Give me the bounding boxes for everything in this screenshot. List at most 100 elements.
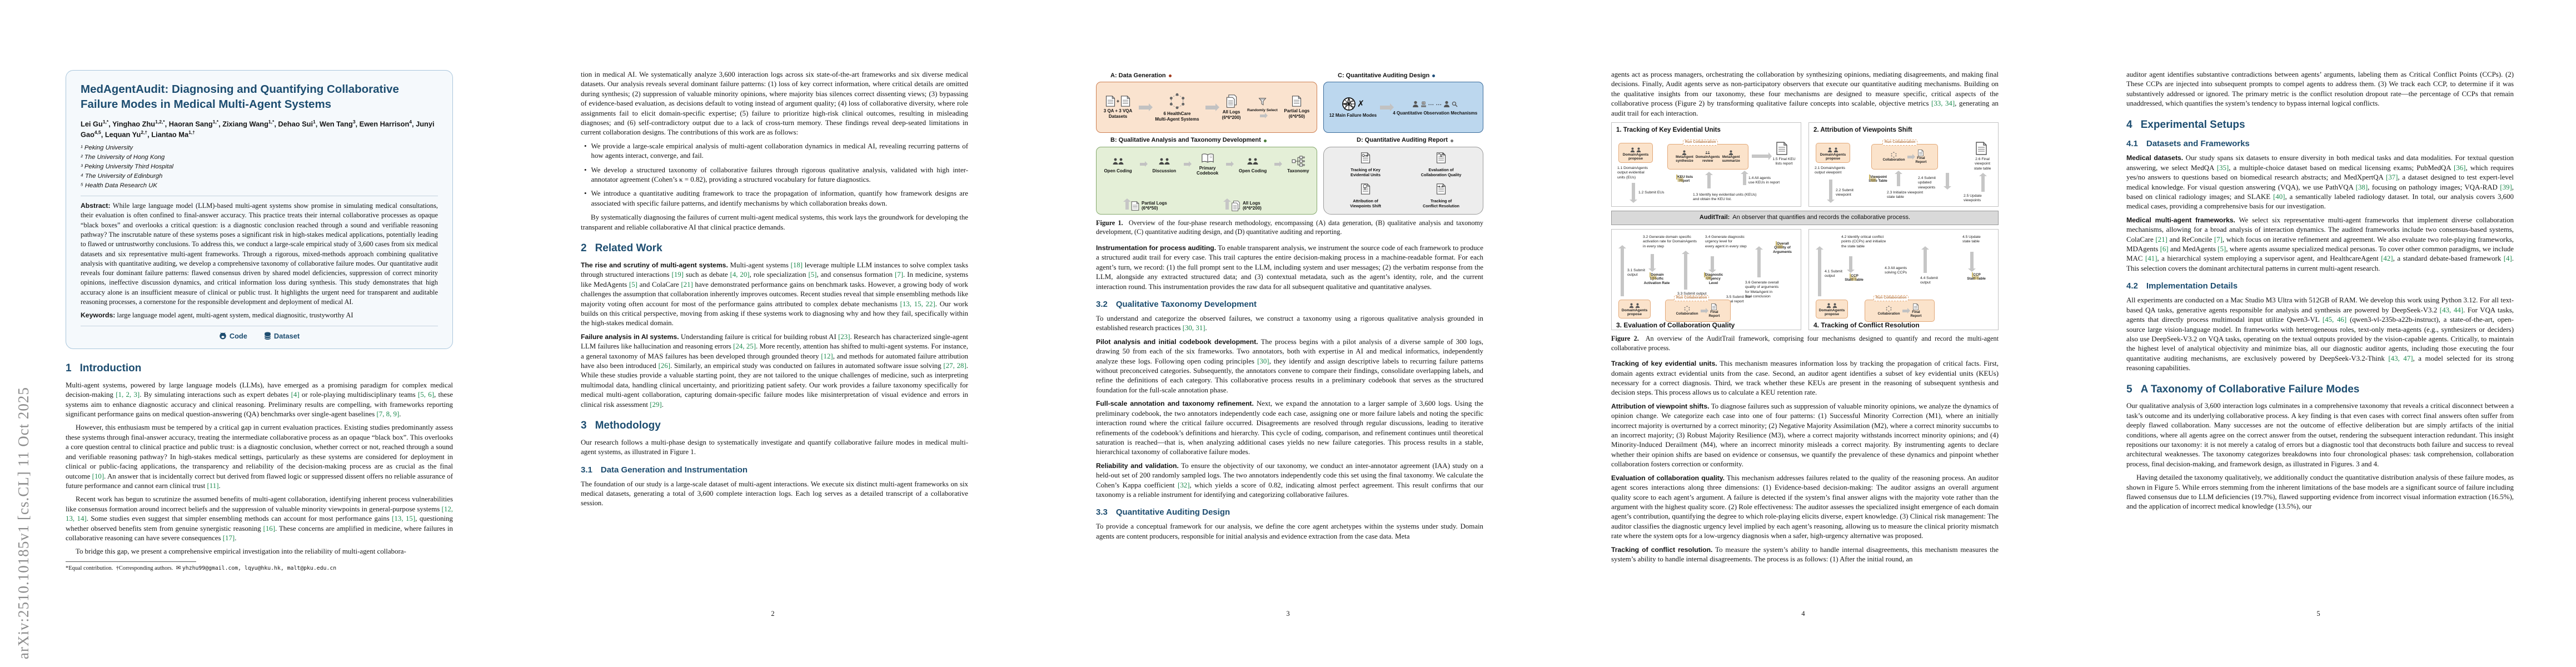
intro-paragraph-1: Multi-agent systems, powered by large la… [66,381,454,419]
magnifier-icon [1452,101,1458,107]
arrow-right-icon [1138,103,1153,111]
paper-title: MedAgentAudit: Diagnosing and Quantifyin… [81,83,399,111]
fig1-panel-c: ✗12 Main Failure Modes ... ...4 Quantita… [1323,82,1483,133]
viewpoint-shifts-paragraph: Attribution of viewpoint shifts. To diag… [1611,402,1999,469]
page-5: auditor agent identifies substantive con… [2061,0,2576,667]
taxonomy-tree-icon [1292,156,1305,167]
bullet-item-2: •We develop a structured taxonomy of col… [584,166,968,185]
arrow-up-icon [1895,171,1902,187]
funnel-icon [1258,97,1267,107]
arrow-up-icon [1682,251,1690,290]
affiliation-5: ⁵ Health Data Research UK [81,182,157,190]
footnote: *Equal contribution. †Corresponding auth… [66,561,453,573]
affiliation-2: ² The University of Hong Kong [81,154,165,161]
contact-emails: yhzhu99@gmail.com, lqyu@hku.hk, malt@pku… [182,565,337,571]
resource-links: Code Dataset [81,331,438,341]
document-icon [1120,96,1130,107]
figure-1: A: Data Generation +3 QA + 3 VQA Dataset… [1096,71,1483,215]
fig1-panel-b: Open Coding Discussion Primary Codebook … [1096,146,1317,215]
abstract: Abstract: While large language model (LL… [81,202,438,306]
keu-lists-doc: KEU lists report [1670,175,1700,183]
failure-wheel-icon [1342,97,1356,111]
page-number: 2 [771,610,775,618]
arrow-right-icon [1205,103,1220,111]
arrow-up-icon [1816,246,1823,297]
implementation-paragraph: All experiments are conducted on a Mac S… [2126,296,2514,372]
collaboration-quality-paragraph: Evaluation of collaboration quality. Thi… [1611,474,1999,540]
data-generation-paragraph: The foundation of our study is a large-s… [581,480,968,507]
merge-arrows-icon [1437,185,1444,188]
paragraph: tion in medical AI. We systematically an… [581,71,968,137]
fig1-b-partial-logs: Partial Logs (6*6*50) [1123,198,1167,211]
fig1-panel-d: Tracking of Key Evidential Units Evaluat… [1323,146,1483,215]
arrow-down-icon [1708,256,1716,273]
intro-paragraph-3: Recent work has begun to scrutinize the … [66,495,453,542]
fig2-panel-2: 2. Attribution of Viewpoints Shift Domai… [1808,122,1999,207]
frameworks-paragraph: Medical multi-agent frameworks. We selec… [2126,216,2514,272]
page-2: tion in medical AI. We systematically an… [515,0,1030,667]
arrow-up-icon [1979,173,1987,192]
github-icon [219,332,227,340]
envelope-icon: ✉ [176,565,181,571]
arrow-up-icon [1921,246,1929,273]
keywords-label: Keywords: [81,311,116,320]
keywords: Keywords: large language model agent, mu… [81,311,353,320]
domain-agents-box: DomainAgents propose [1618,143,1653,163]
documents-icon [1225,94,1238,108]
bullet-item-1: •We provide a large-scale empirical anal… [584,142,968,161]
conflict-resolution-paragraph: Tracking of conflict resolution. To meas… [1611,545,1999,563]
arrow-down-icon [1968,252,1976,272]
arrow-up-icon [1755,246,1763,278]
fig1-panel-a-title: A: Data Generation [1110,71,1317,81]
related-work-paragraph-1: The rise and scrutiny of multi-agent sys… [581,261,968,327]
arrow-right-icon [1752,152,1772,161]
arrow-up-icon [1123,198,1131,210]
taxonomy-paragraph-1: Our qualitative analysis of 3,600 intera… [2126,402,2514,468]
viewpoint-state-table-doc: Viewpoint State Table [1869,175,1887,183]
paragraph: auditor agent identifies substantive con… [2126,71,2514,108]
fig1-b-all-logs: All Logs (6*6*200) [1223,198,1262,211]
fig1-panel-d-wrap: D: Quantitative Auditing Report Tracking… [1323,136,1483,215]
database-icon [264,332,271,340]
dataset-button[interactable]: Dataset [264,331,300,341]
urgency-level-doc: Diagnostic Urgency Level [1703,272,1723,285]
doctor-icon [1412,101,1419,107]
ccp-state-table-doc: CCP State Table [1840,273,1868,282]
run-collaboration-box: MetaAgent synthesize DomainAgents review… [1667,144,1748,170]
arrow-right-icon [1902,307,1911,313]
code-button[interactable]: Code [219,331,247,341]
run-collaboration-box: Collaboration Final Report [1865,300,1935,322]
keu-paragraph: Tracking of key evidential units. This m… [1611,360,1999,397]
bullet-dot: • [584,166,587,174]
taxonomy-intro-paragraph: To understand and categorize the observe… [1096,315,1483,332]
taxonomy-paragraph-2: Having detailed the taxonomy qualitative… [2126,474,2514,511]
abstract-box: MedAgentAudit: Diagnosing and Quantifyin… [66,70,453,350]
paragraph: agents act as process managers, orchestr… [1611,71,1999,117]
fig2-panel-4: 4.1 Submit output 4.2 Identify critical … [1808,229,1999,331]
arxiv-stamp: arXiv:2510.10185v1 [cs.CL] 11 Oct 2025 [15,387,32,659]
arrow-up-icon [1741,171,1748,186]
abstract-label: Abstract: [81,202,111,210]
codebook-icon [1201,153,1214,164]
auditing-design-paragraph: To provide a conceptual framework for ou… [1096,522,1483,540]
arrow-down-icon [1648,254,1656,272]
arrow-up-icon [1618,245,1626,297]
fig1-panel-b-wrap: B: Qualitative Analysis and Taxonomy Dev… [1096,136,1317,215]
domain-agents-box: DomainAgents propose [1618,300,1651,319]
discussion-icon [1158,156,1170,167]
intro-paragraph-4: To bridge this gap, we present a compreh… [76,547,406,556]
fig1-panel-c-title: C: Quantitative Auditing Design [1338,71,1483,81]
full-scale-annotation-paragraph: Full-scale annotation and taxonomy refin… [1096,400,1483,456]
audittrail-banner: AuditTrail:An observer that quantifies a… [1611,211,1999,226]
ccp-state-table-doc: CCP State Table [1962,272,1990,281]
authors-line: Lei Gu1,*, Yinghao Zhu1,2,*, Haoran Sang… [81,118,435,139]
fig2-panel-1: 1. Tracking of Key Evidential Units Doma… [1611,122,1801,207]
pilot-analysis-paragraph: Pilot analysis and initial codebook deve… [1096,337,1484,394]
methodology-paragraph: Our research follows a multi-phase desig… [581,438,968,456]
doctor-icon [1443,101,1450,107]
